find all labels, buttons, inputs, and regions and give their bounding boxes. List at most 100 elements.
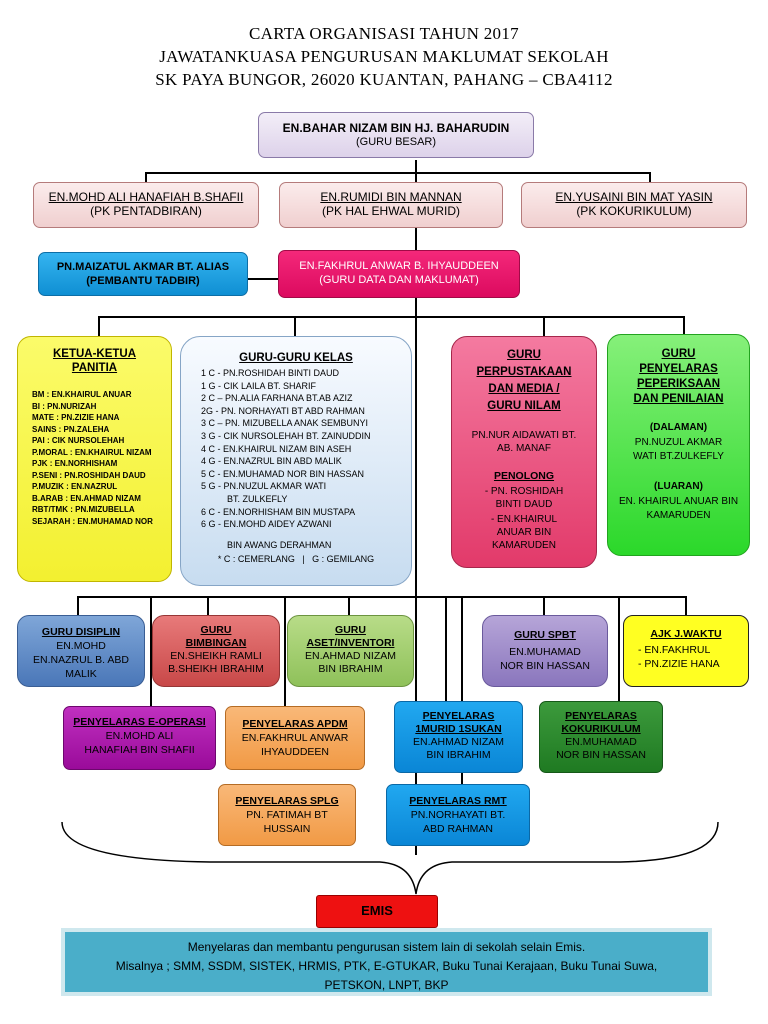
guru-kelas-legend: * C : CEMERLANG | G : GEMILANG xyxy=(217,554,375,565)
guru-kelas-item: 1 G - CIK LAILA BT. SHARIF xyxy=(201,380,317,391)
panitia-item: P.SENI : PN.ROSHIDAH DAUD xyxy=(32,470,146,480)
connector-lines xyxy=(618,596,620,701)
jwaktu-name: - PN.ZIZIE HANA xyxy=(638,658,720,670)
rmt-name: ABD RAHMAN xyxy=(422,823,493,835)
aset-title: ASET/INVENTORI xyxy=(306,637,395,649)
connector-lines xyxy=(461,596,463,791)
guru-kelas-item: 2 C – PN.ALIA FARHANA BT.AB AZIZ xyxy=(201,393,353,404)
spbt-title: GURU SPBT xyxy=(514,629,576,641)
penolong-title: PENOLONG xyxy=(493,470,555,482)
pk-koku-role: (PK KOKURIKULUM) xyxy=(576,204,692,218)
connector-lines xyxy=(150,596,152,706)
aset-box: GURU ASET/INVENTORI EN.AHMAD NIZAM BIN I… xyxy=(287,615,414,687)
kokurikulum-name: NOR BIN HASSAN xyxy=(556,749,646,761)
connector-lines xyxy=(145,172,147,182)
luaran-name: EN. KHAIRUL ANUAR BIN KAMARUDEN xyxy=(618,496,739,521)
guru-besar-box: EN.BAHAR NIZAM BIN HJ. BAHARUDIN (GURU B… xyxy=(258,112,534,158)
apdm-title: PENYELARAS APDM xyxy=(242,718,348,730)
guru-kelas-item: 4 C - EN.KHAIRUL NIZAM BIN ASEH xyxy=(201,443,352,454)
pk-pentadbiran-name: EN.MOHD ALI HANAFIAH B.SHAFII xyxy=(48,190,244,204)
connector-lines xyxy=(294,316,296,336)
pk-koku-box: EN.YUSAINI BIN MAT YASIN (PK KOKURIKULUM… xyxy=(521,182,747,228)
eoperasi-name: HANAFIAH BIN SHAFII xyxy=(84,744,195,756)
apdm-name: IHYAUDDEEN xyxy=(260,746,330,758)
chart-title-line1: CARTA ORGANISASI TAHUN 2017 xyxy=(249,24,519,43)
aset-title: GURU xyxy=(335,624,366,636)
jwaktu-title: AJK J.WAKTU xyxy=(650,628,722,640)
guru-kelas-item: 6 G - EN.MOHD AIDEY AZWANI xyxy=(201,519,332,530)
panitia-item: BI : PN.NURIZAH xyxy=(32,401,97,411)
perpustakaan-title: GURU xyxy=(507,349,541,361)
guru-kelas-item: 4 G - EN.NAZRUL BIN ABD MALIK xyxy=(201,456,342,467)
connector-lines xyxy=(207,596,209,616)
kokurikulum-title: KOKURIKULUM xyxy=(561,723,641,735)
connector-lines xyxy=(685,596,687,616)
peperiksaan-title: PEPERIKSAAN xyxy=(636,378,721,390)
panitia-item: SEJARAH : EN.MUHAMAD NOR xyxy=(32,516,153,526)
guru-kelas-item: 5 C - EN.MUHAMAD NOR BIN HASSAN xyxy=(201,468,365,479)
panitia-item: MATE : PN.ZIZIE HANA xyxy=(32,413,120,422)
ketua-panitia-title2: PANITIA xyxy=(71,362,118,374)
dalaman-name: PN.NUZUL AKMAR WATI BT.ZULKEFLY xyxy=(633,437,724,462)
bimbingan-box: GURU BIMBINGAN EN.SHEIKH RAMLI B.SHEIKH … xyxy=(152,615,280,687)
disiplin-name: EN.NAZRUL B. ABD MALIK xyxy=(33,654,129,680)
guru-kelas-item: 3 C – PN. MIZUBELLA ANAK SEMBUNYI xyxy=(201,418,369,429)
panitia-item: PJK : EN.NORHISHAM xyxy=(32,459,118,468)
splg-box: PENYELARAS SPLG PN. FATIMAH BT HUSSAIN xyxy=(218,784,356,846)
bimbingan-title: BIMBINGAN xyxy=(185,637,247,649)
footer-line3: PETSKON, LNPT, BKP xyxy=(324,978,449,992)
dalaman-label: (DALAMAN) xyxy=(649,422,708,433)
kokurikulum-name: EN.MUHAMAD xyxy=(565,736,637,748)
guru-kelas-item: BT. ZULKEFLY xyxy=(227,493,288,504)
splg-name: HUSSAIN xyxy=(263,823,311,835)
guru-kelas-item: BIN AWANG DERAHMAN xyxy=(227,539,332,550)
sukan-title: 1MURID 1SUKAN xyxy=(415,723,502,735)
disiplin-title: GURU DISIPLIN xyxy=(41,626,121,638)
apdm-name: EN.FAKHRUL ANWAR xyxy=(241,732,349,744)
sukan-name: BIN IBRAHIM xyxy=(426,749,491,761)
guru-kelas-title: GURU-GURU KELAS xyxy=(239,352,353,364)
eoperasi-box: PENYELARAS E-OPERASI EN.MOHD ALI HANAFIA… xyxy=(63,706,216,770)
chart-title-line3: SK PAYA BUNGOR, 26020 KUANTAN, PAHANG – … xyxy=(155,70,613,89)
guru-data-name: EN.FAKHRUL ANWAR B. IHYAUDDEEN xyxy=(299,260,499,272)
guru-kelas-box: GURU-GURU KELAS 1 C - PN.ROSHIDAH BINTI … xyxy=(180,336,412,586)
penolong-item: - PN. ROSHIDAH BINTI DAUD xyxy=(484,486,564,510)
guru-kelas-item: 3 G - CIK NURSOLEHAH BT. ZAINUDDIN xyxy=(201,430,371,441)
spbt-box: GURU SPBT EN.MUHAMAD NOR BIN HASSAN xyxy=(482,615,608,687)
rmt-box: PENYELARAS RMT PN.NORHAYATI BT. ABD RAHM… xyxy=(386,784,530,846)
connector-lines xyxy=(445,596,447,701)
jwaktu-box: AJK J.WAKTU - EN.FAKHRUL - PN.ZIZIE HANA xyxy=(623,615,749,687)
pk-hem-role: (PK HAL EHWAL MURID) xyxy=(321,204,460,218)
perpustakaan-box: GURU PERPUSTAKAAN DAN MEDIA / GURU NILAM… xyxy=(451,336,597,568)
aset-name: BIN IBRAHIM xyxy=(318,663,383,675)
chart-title-line2: JAWATANKUASA PENGURUSAN MAKLUMAT SEKOLAH xyxy=(159,47,609,66)
apdm-box: PENYELARAS APDM EN.FAKHRUL ANWAR IHYAUDD… xyxy=(225,706,365,770)
sukan-box: PENYELARAS 1MURID 1SUKAN EN.AHMAD NIZAM … xyxy=(394,701,523,773)
connector-lines xyxy=(98,316,684,318)
guru-besar-name: EN.BAHAR NIZAM BIN HJ. BAHARUDIN xyxy=(282,121,510,135)
brace-connector xyxy=(61,821,719,895)
ketua-panitia-box: KETUA-KETUA PANITIA BM : EN.KHAIRUL ANUA… xyxy=(17,336,172,582)
luaran-label: (LUARAN) xyxy=(654,481,703,492)
pk-koku-name: EN.YUSAINI BIN MAT YASIN xyxy=(555,190,713,204)
aset-name: EN.AHMAD NIZAM xyxy=(304,650,396,662)
pk-hem-name: EN.RUMIDI BIN MANNAN xyxy=(320,190,462,204)
perpustakaan-title: GURU NILAM xyxy=(487,400,561,412)
connector-lines xyxy=(98,316,100,336)
guru-data-box: EN.FAKHRUL ANWAR B. IHYAUDDEEN (GURU DAT… xyxy=(278,250,520,298)
splg-title: PENYELARAS SPLG xyxy=(235,795,339,807)
panitia-item: P.MORAL : EN.KHAIRUL NIZAM xyxy=(32,447,152,457)
guru-kelas-item: 6 C - EN.NORHISHAM BIN MUSTAPA xyxy=(201,506,356,517)
connector-lines xyxy=(415,160,417,855)
emis-box: EMIS xyxy=(316,895,438,928)
disiplin-box: GURU DISIPLIN EN.MOHD EN.NAZRUL B. ABD M… xyxy=(17,615,145,687)
spbt-name: EN.MUHAMAD xyxy=(509,646,581,658)
connector-lines xyxy=(348,596,350,616)
kokurikulum-box: PENYELARAS KOKURIKULUM EN.MUHAMAD NOR BI… xyxy=(539,701,663,773)
connector-lines xyxy=(77,596,79,616)
peperiksaan-title: PENYELARAS xyxy=(639,363,718,375)
connector-lines xyxy=(77,596,686,598)
splg-name: PN. FATIMAH BT xyxy=(246,809,328,821)
connector-lines xyxy=(543,596,545,616)
panitia-item: RBT/TMK : PN.MIZUBELLA xyxy=(32,505,135,514)
